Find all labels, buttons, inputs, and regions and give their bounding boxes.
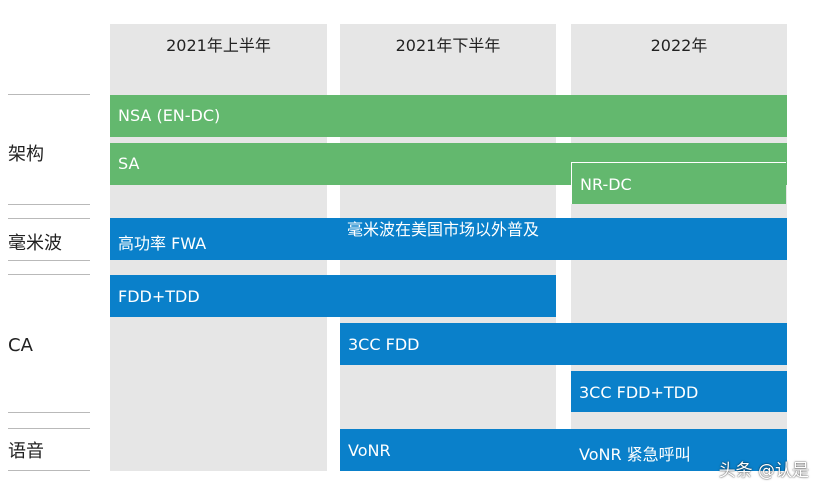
bar-3cc-fdd-tdd: 3CC FDD+TDD [571,371,787,412]
row-divider [8,218,90,219]
row-label-ca: CA [8,335,33,356]
column-header-2022: 2022年 [650,36,708,55]
row-divider [8,260,90,261]
bar-mmwave-intl-label: 毫米波在美国市场以外普及 [347,220,540,239]
bar-3cc-fdd-tdd-label: 3CC FDD+TDD [579,383,699,402]
bar-fdd-tdd-label: FDD+TDD [118,287,200,306]
bar-vonr-label: VoNR [348,441,391,460]
bar-vonr: VoNR VoNR 紧急呼叫 [340,429,787,471]
bar-fwa-label: 高功率 FWA [118,234,207,253]
row-divider [8,470,90,471]
bar-nr-dc: NR-DC [571,162,786,204]
bar-fwa: 高功率 FWA [110,218,787,260]
row-divider [8,274,90,275]
bar-vonr-emergency-label: VoNR 紧急呼叫 [579,445,691,464]
row-label-mmwave: 毫米波 [8,233,62,254]
bar-nr-dc-label: NR-DC [580,175,632,194]
row-divider [8,428,90,429]
row-label-voice: 语音 [8,441,44,462]
row-divider [8,204,90,205]
column-header-2021h2: 2021年下半年 [395,36,501,55]
row-divider [8,412,90,413]
bar-nsa-label: NSA (EN-DC) [118,106,221,125]
watermark: 头条 @认是 [718,461,809,481]
bar-3cc-fdd: 3CC FDD [340,323,787,365]
bar-nsa: NSA (EN-DC) [110,95,787,137]
column-header-2021h1: 2021年上半年 [166,36,271,55]
row-divider [8,94,90,95]
bar-fdd-tdd: FDD+TDD [110,275,556,317]
bar-3cc-fdd-label: 3CC FDD [348,335,420,354]
bar-sa-label: SA [118,154,140,173]
row-label-architecture: 架构 [8,144,44,165]
